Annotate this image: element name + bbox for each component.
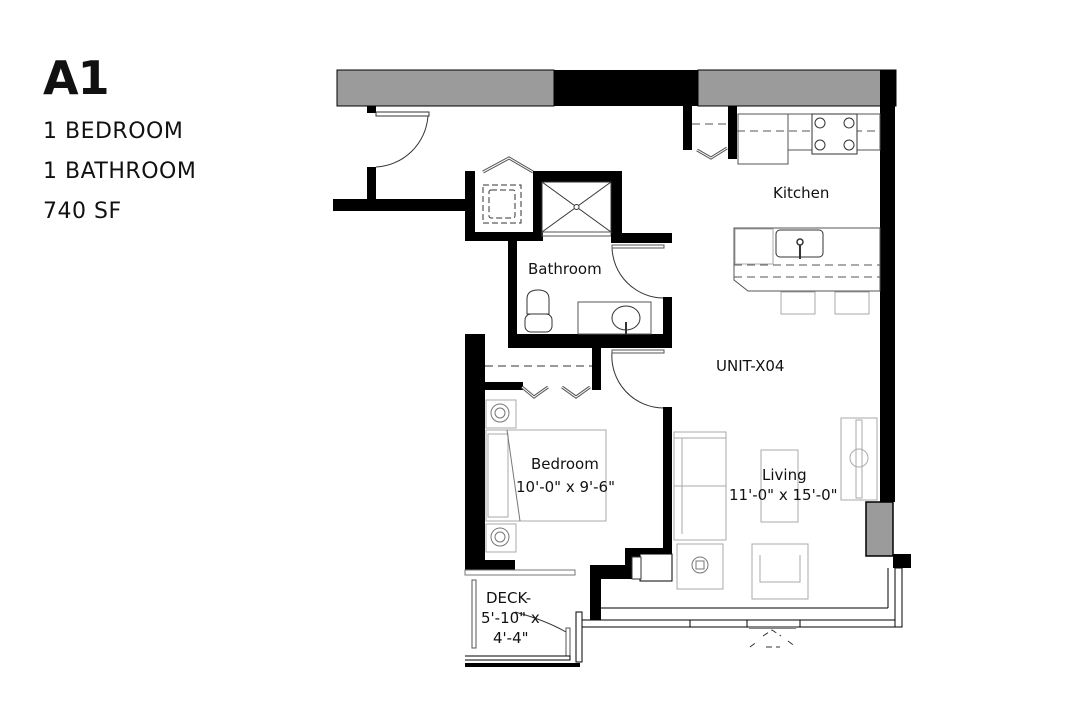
square-footage: 740 SF — [43, 199, 122, 224]
deck-dimensions-2: 4'-4" — [493, 629, 529, 647]
bedroom-closet — [465, 334, 665, 568]
exterior-walls — [336, 69, 911, 568]
bathroom-label: Bathroom — [528, 260, 602, 278]
kitchen-island — [733, 227, 881, 315]
deck-label: DECK- — [486, 589, 531, 607]
kitchen-label: Kitchen — [773, 184, 829, 202]
living-furniture — [673, 417, 878, 600]
deck — [464, 569, 583, 667]
bedroom-count: 1 BEDROOM — [43, 119, 184, 144]
bedroom-dimensions: 10'-0" x 9'-6" — [516, 478, 615, 496]
living-dimensions: 11'-0" x 15'-0" — [729, 486, 838, 504]
south-wall — [581, 553, 903, 648]
kitchen-cabinets — [683, 106, 881, 165]
unit-info: A1 1 BEDROOM 1 BATHROOM 740 SF — [43, 52, 196, 232]
unit-name: A1 — [43, 51, 110, 105]
bathroom-count: 1 BATHROOM — [43, 159, 197, 184]
entry-door — [333, 106, 466, 211]
living-label: Living — [762, 466, 807, 484]
bed — [485, 399, 607, 553]
bedroom-label: Bedroom — [531, 455, 599, 473]
shower — [533, 171, 672, 243]
vanity-sink — [577, 301, 652, 335]
bathroom-walls — [508, 241, 672, 348]
unit-id-label: UNIT-X04 — [716, 357, 784, 375]
deck-dimensions-1: 5'-10" x — [481, 609, 540, 627]
toilet — [524, 289, 553, 333]
room-labels: Kitchen Bathroom UNIT-X04 Bedroom 10'-0"… — [481, 184, 838, 647]
mechanical-closet — [465, 156, 543, 241]
